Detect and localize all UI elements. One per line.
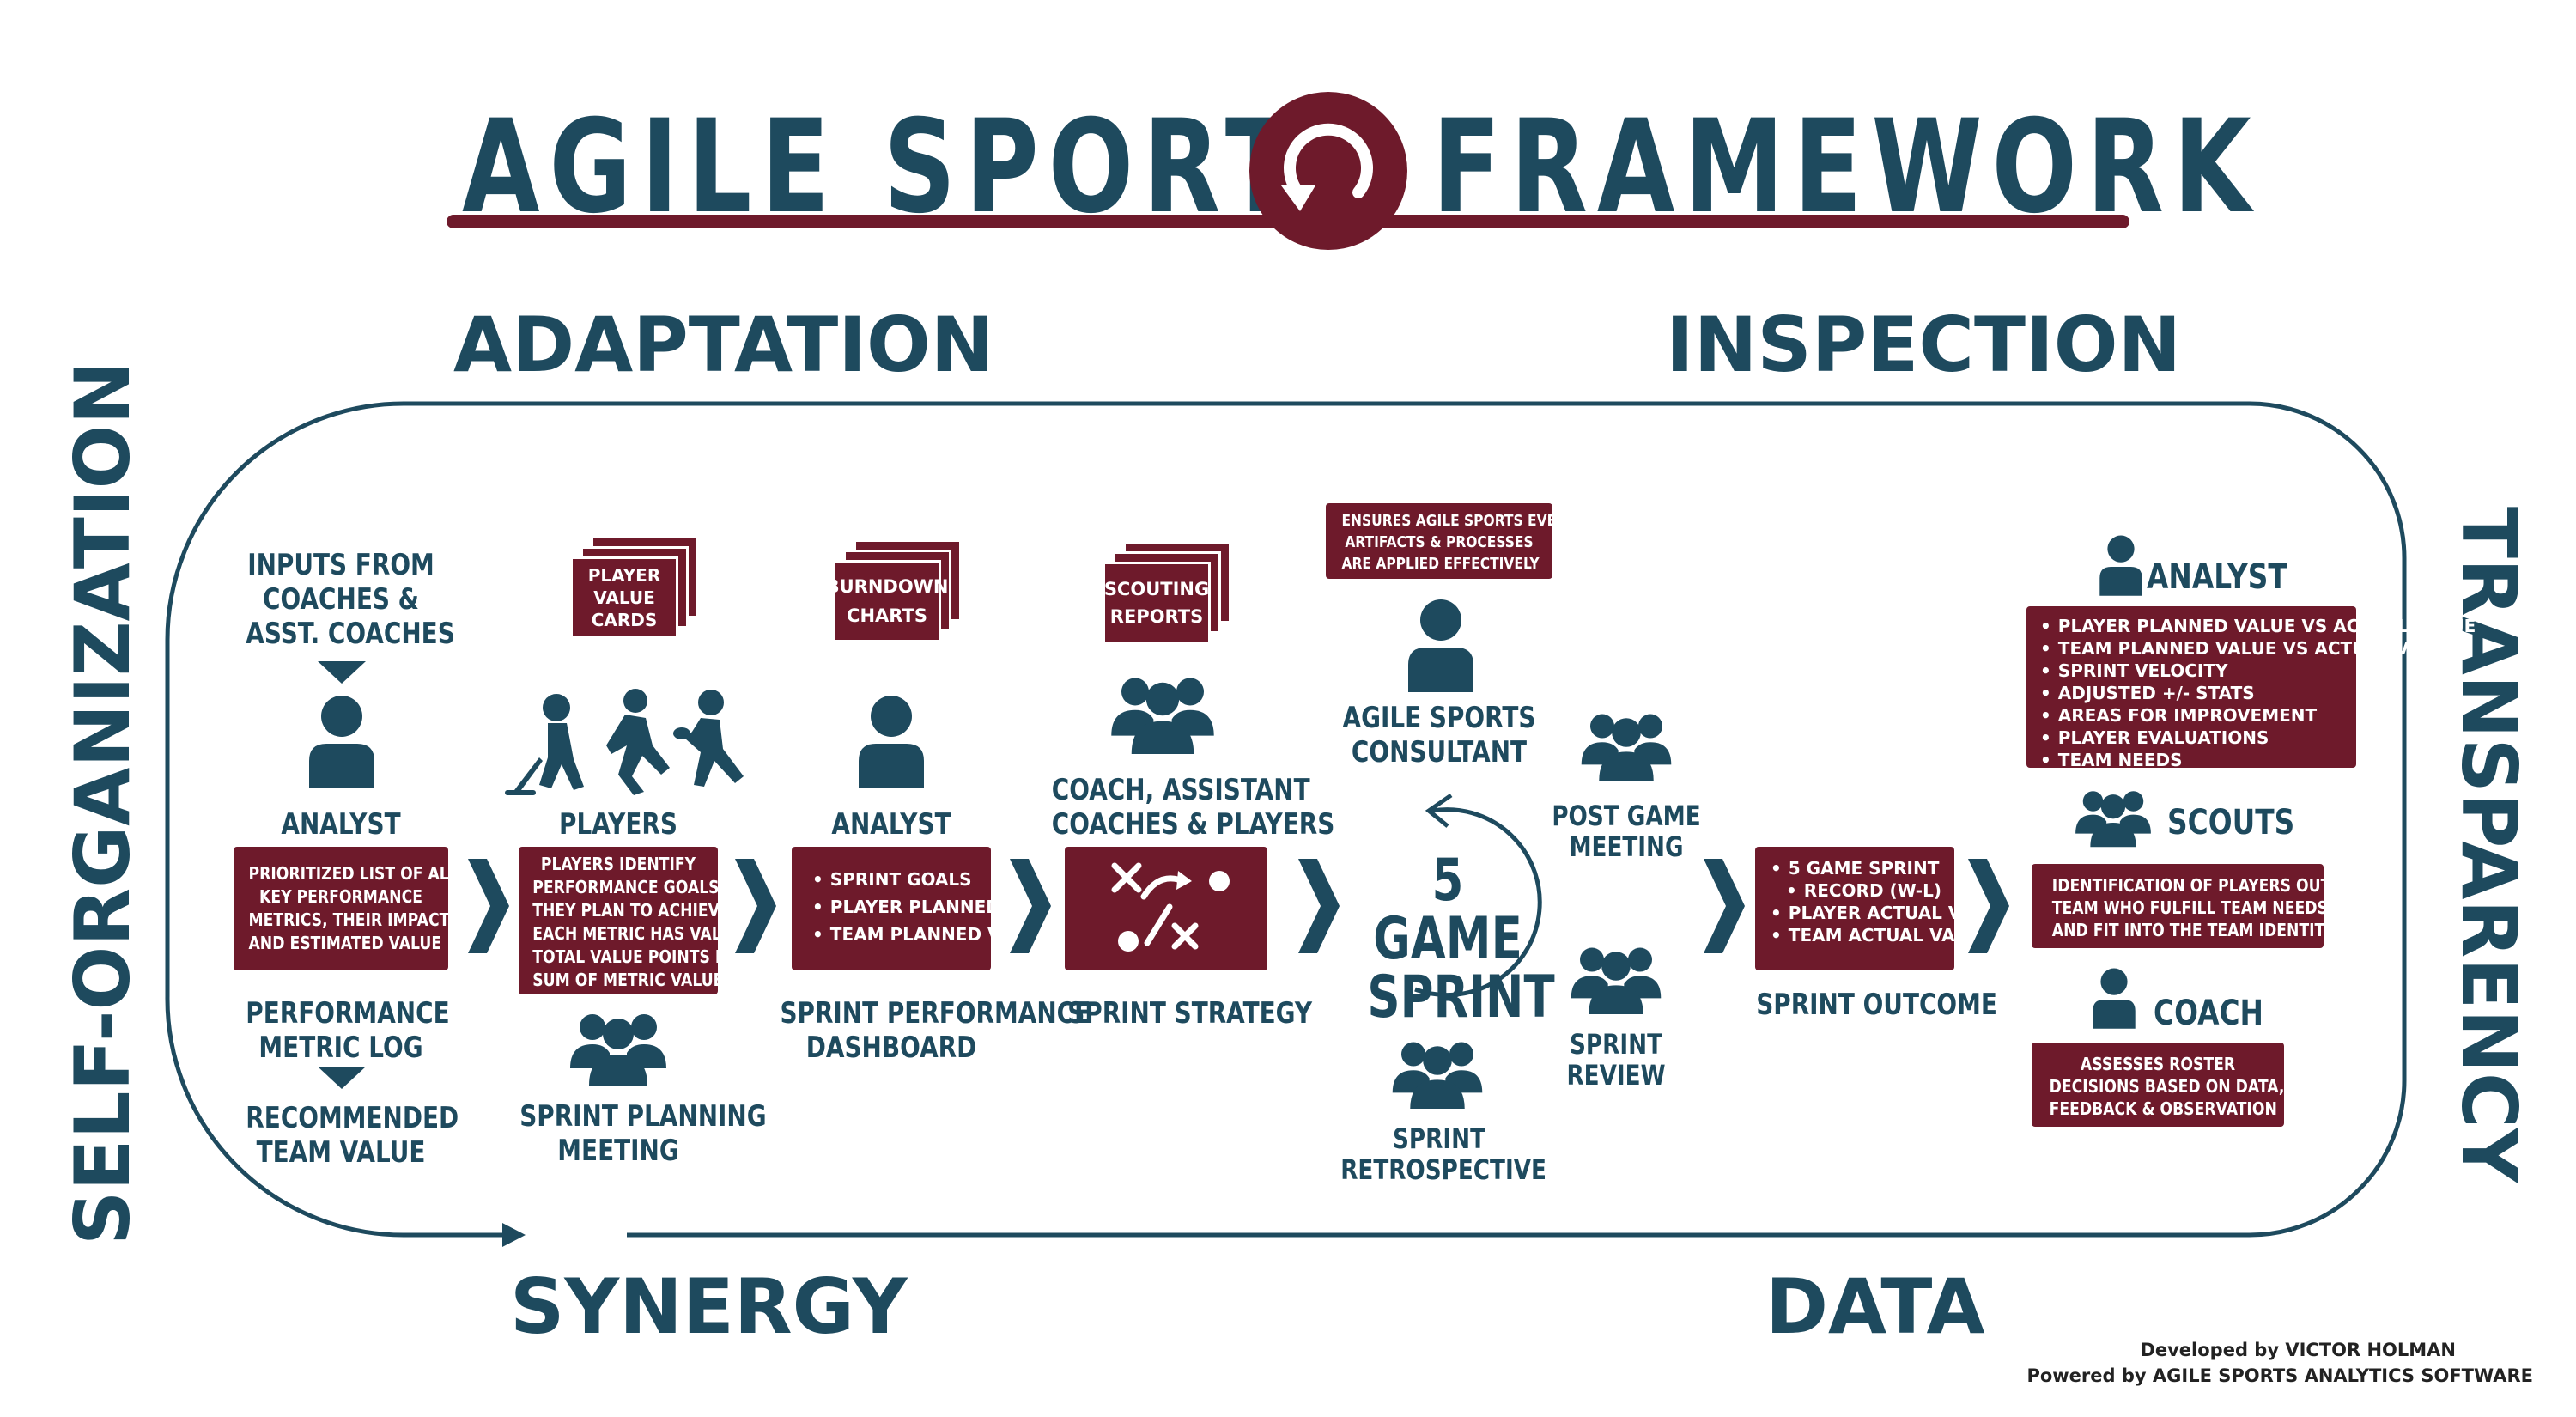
- athletes-icon: [505, 689, 744, 795]
- footer-powered-by: Powered by AGILE SPORTS ANALYTICS SOFTWA…: [2026, 1365, 2533, 1386]
- person-icon: [309, 696, 374, 788]
- chevron-right-icon: [735, 859, 776, 953]
- chevron-right-icon: [468, 859, 509, 953]
- person-icon: [1408, 599, 1473, 692]
- person-icon: [859, 696, 924, 788]
- chevron-right-icon: [1010, 859, 1051, 953]
- group-icon: [1581, 714, 1672, 781]
- col1-role: ANALYST: [281, 807, 401, 842]
- corner-adaptation: ADAPTATION: [453, 301, 994, 389]
- cycle-logo-icon: [1249, 92, 1407, 250]
- chevron-right-icon: [1298, 859, 1340, 953]
- person-icon: [2093, 968, 2136, 1029]
- col2-role: PLAYERS: [559, 807, 677, 842]
- outcome-record: RECORD (W-L): [1771, 879, 1954, 902]
- strategy-playbook-box: [1065, 847, 1267, 970]
- sprint-outcome: SPRINT OUTCOME: [1756, 988, 1997, 1022]
- chevron-down-icon: [318, 1067, 366, 1089]
- footer-developed-by: Developed by VICTOR HOLMAN: [2140, 1340, 2456, 1360]
- consultant-note-box: ENSURES AGILE SPORTS EVENTS,ARTIFACTS & …: [1326, 503, 1591, 579]
- col3-analyst-box: SPRINT GOALS PLAYER PLANNED VALUE TEAM P…: [792, 847, 1067, 970]
- group-icon: [2075, 791, 2151, 848]
- right-analyst-label: ANALYST: [2147, 557, 2287, 597]
- play-diagram-icon: [1111, 862, 1230, 952]
- group-icon: [570, 1014, 666, 1086]
- corner-synergy: SYNERGY: [510, 1262, 908, 1351]
- five-game-sprint: 5 GAME SPRINT: [1367, 847, 1555, 1031]
- sprint-cycle-arrow: [1414, 793, 1542, 998]
- sprint-outcome-box: 5 GAME SPRINT RECORD (W-L) PLAYER ACTUAL…: [1755, 847, 2009, 970]
- corner-data: DATA: [1765, 1262, 1985, 1351]
- corner-inspection: INSPECTION: [1666, 301, 2182, 389]
- sprint-strategy: SPRINT STRATEGY: [1067, 996, 1313, 1031]
- group-icon: [1571, 947, 1662, 1014]
- group-icon: [1111, 678, 1214, 754]
- scouts-label: SCOUTS: [2167, 803, 2295, 842]
- chevron-right-icon: [1704, 859, 1745, 953]
- group-icon: [1392, 1042, 1483, 1109]
- chevron-right-icon: [1968, 859, 2009, 953]
- right-analyst-box: PLAYER PLANNED VALUE VS ACTUAL VALUE TEA…: [2026, 606, 2476, 770]
- coach-label: COACH: [2154, 994, 2263, 1033]
- person-icon: [2099, 535, 2142, 596]
- chevron-down-icon: [318, 661, 366, 684]
- col3-role: ANALYST: [831, 807, 951, 842]
